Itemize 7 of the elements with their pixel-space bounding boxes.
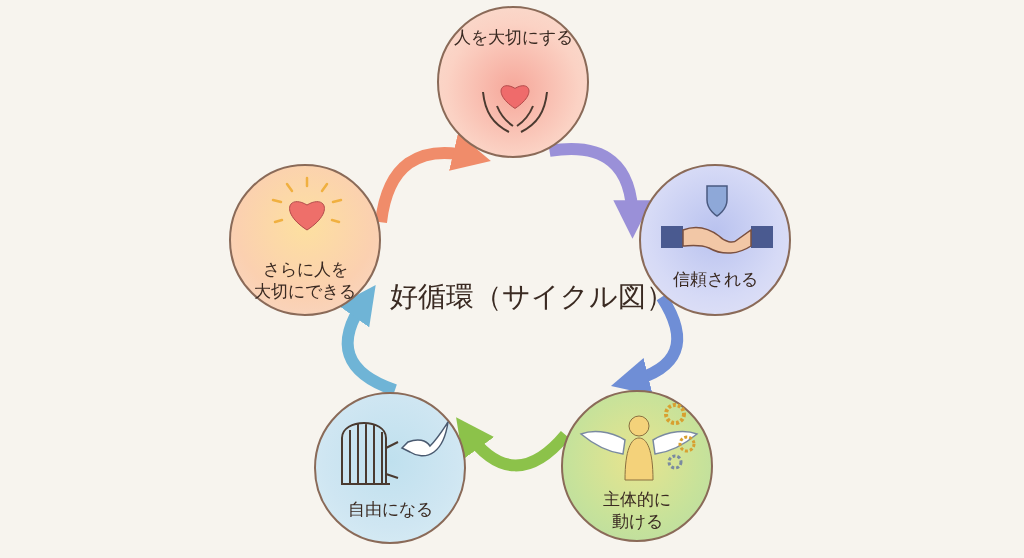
node-label: 自由になる — [347, 498, 433, 521]
node-label: 信頼される — [672, 268, 758, 291]
diagram-title: 好循環（サイクル図） — [390, 280, 674, 315]
node-label: 主体的に動ける — [603, 488, 671, 533]
node-label: さらに人を大切にできる — [254, 258, 356, 303]
node-label: 人を大切にする — [453, 26, 573, 49]
cycle-arrow — [375, 134, 492, 224]
